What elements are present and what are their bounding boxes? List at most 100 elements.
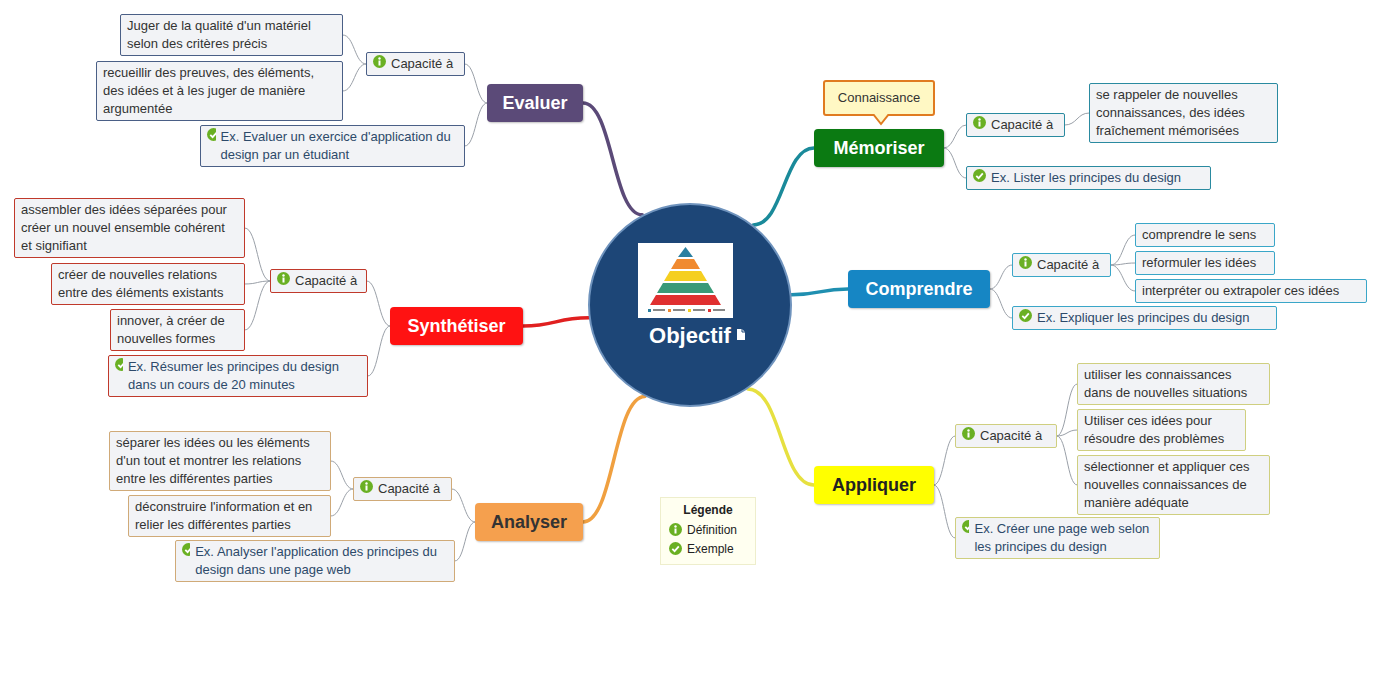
sub-connector — [465, 64, 487, 103]
definition-item: reformuler les idées — [1135, 251, 1275, 275]
node-text: séparer les idées ou les éléments d'un t… — [116, 435, 310, 486]
example-node: Ex. Evaluer un exercice d'application du… — [200, 125, 465, 167]
legend-title: Légende — [669, 502, 747, 518]
definition-item: recueillir des preuves, des éléments, de… — [96, 61, 343, 121]
sub-connector — [934, 436, 955, 485]
definition-item: Juger de la qualité d'un matériel selon … — [120, 14, 343, 56]
legend-row: Exemple — [669, 541, 747, 557]
sub-connector — [990, 265, 1012, 289]
sub-connector — [1111, 265, 1135, 291]
definition-icon — [1019, 256, 1032, 269]
example-icon — [973, 169, 986, 182]
branch-connector — [748, 389, 814, 485]
sub-connector — [343, 35, 366, 64]
example-node: Ex. Créer une page web selon les princip… — [955, 517, 1160, 559]
branch-topic: Synthétiser — [390, 307, 523, 345]
sub-connector — [368, 326, 390, 376]
example-icon — [115, 358, 123, 371]
node-text: sélectionner et appliquer ces nouvelles … — [1084, 459, 1250, 510]
node-text: comprendre le sens — [1142, 227, 1256, 242]
legend-box: LégendeDéfinitionExemple — [660, 497, 756, 565]
pyramid-illustration — [638, 243, 733, 318]
sub-connector — [465, 103, 487, 146]
legend-text: Exemple — [687, 542, 734, 556]
branch-connector — [791, 289, 848, 295]
node-text: Analyser — [491, 512, 567, 532]
node-text: créer de nouvelles relations entre des é… — [58, 267, 223, 300]
node-text: Ex. Expliquer les principes du design — [1037, 309, 1249, 327]
sub-connector — [1111, 263, 1135, 265]
definition-item: séparer les idées ou les éléments d'un t… — [109, 431, 331, 491]
sub-connector — [245, 228, 270, 281]
node-text: Ex. Analyser l'application des principes… — [195, 543, 448, 579]
node-text: Capacité à — [378, 480, 440, 498]
node-text: interpréter ou extrapoler ces idées — [1142, 283, 1339, 298]
node-text: Appliquer — [832, 475, 916, 495]
node-text: utiliser les connaissances dans de nouve… — [1084, 367, 1247, 400]
sub-connector — [331, 461, 353, 489]
definition-node: Capacité à — [366, 52, 465, 76]
node-text: Capacité à — [295, 272, 357, 290]
node-text: Ex. Lister les principes du design — [991, 169, 1181, 187]
sub-connector — [452, 489, 475, 522]
node-text: Ex. Créer une page web selon les princip… — [974, 520, 1153, 556]
definition-item: innover, à créer de nouvelles formes — [110, 309, 245, 351]
definition-node: Capacité à — [955, 424, 1057, 448]
node-text: recueillir des preuves, des éléments, de… — [103, 65, 314, 116]
branch-connector — [583, 103, 642, 215]
example-icon — [1019, 309, 1032, 322]
example-icon — [182, 543, 190, 556]
example-node: Ex. Résumer les principes du design dans… — [108, 355, 368, 397]
node-text: Mémoriser — [833, 138, 924, 158]
definition-item: assembler des idées séparées pour créer … — [14, 198, 245, 258]
definition-item: comprendre le sens — [1135, 223, 1275, 247]
node-text: Connaissance — [838, 90, 920, 105]
branch-topic: Mémoriser — [814, 129, 944, 167]
node-text: Juger de la qualité d'un matériel selon … — [127, 18, 311, 51]
sub-connector — [343, 64, 366, 91]
sub-connector — [990, 289, 1012, 318]
definition-item: utiliser les connaissances dans de nouve… — [1077, 363, 1270, 405]
definition-node: Capacité à — [353, 477, 452, 501]
node-text: assembler des idées séparées pour créer … — [21, 202, 227, 253]
definition-item: déconstruire l'information et en relier … — [128, 495, 331, 537]
node-text: Capacité à — [991, 116, 1053, 134]
branch-topic: Comprendre — [848, 270, 990, 308]
node-text: Synthétiser — [407, 316, 505, 336]
node-text: Ex. Résumer les principes du design dans… — [128, 358, 361, 394]
node-text: Comprendre — [865, 279, 972, 299]
sub-connector — [455, 522, 475, 561]
branch-connector — [523, 318, 589, 326]
example-node: Ex. Expliquer les principes du design — [1012, 306, 1277, 330]
sub-connector — [367, 281, 390, 326]
sub-connector — [934, 485, 955, 538]
node-text: se rappeler de nouvelles connaissances, … — [1096, 87, 1245, 138]
example-icon — [962, 520, 969, 533]
definition-icon — [360, 480, 373, 493]
sub-connector — [944, 125, 966, 148]
sub-connector — [1057, 430, 1077, 436]
document-icon — [736, 328, 746, 341]
definition-icon — [669, 523, 682, 536]
example-icon — [207, 128, 216, 141]
node-text: innover, à créer de nouvelles formes — [117, 313, 225, 346]
definition-item: créer de nouvelles relations entre des é… — [51, 263, 245, 305]
example-node: Ex. Analyser l'application des principes… — [175, 540, 455, 582]
example-node: Ex. Lister les principes du design — [966, 166, 1211, 190]
branch-topic: Evaluer — [487, 84, 583, 122]
node-text: reformuler les idées — [1142, 255, 1256, 270]
definition-icon — [373, 55, 386, 68]
sub-connector — [245, 281, 270, 330]
callout-box: Connaissance — [823, 80, 935, 116]
callout-pointer — [873, 114, 889, 126]
definition-node: Capacité à — [270, 269, 367, 293]
node-text: Objectif — [649, 323, 731, 348]
definition-node: Capacité à — [1012, 253, 1111, 277]
definition-icon — [277, 272, 290, 285]
definition-item: Utiliser ces idées pour résoudre des pro… — [1077, 409, 1246, 451]
branch-topic: Analyser — [475, 503, 583, 541]
definition-item: interpréter ou extrapoler ces idées — [1135, 279, 1367, 303]
sub-connector — [1065, 113, 1089, 125]
definition-node: Capacité à — [966, 113, 1065, 137]
branch-connector — [753, 148, 814, 225]
